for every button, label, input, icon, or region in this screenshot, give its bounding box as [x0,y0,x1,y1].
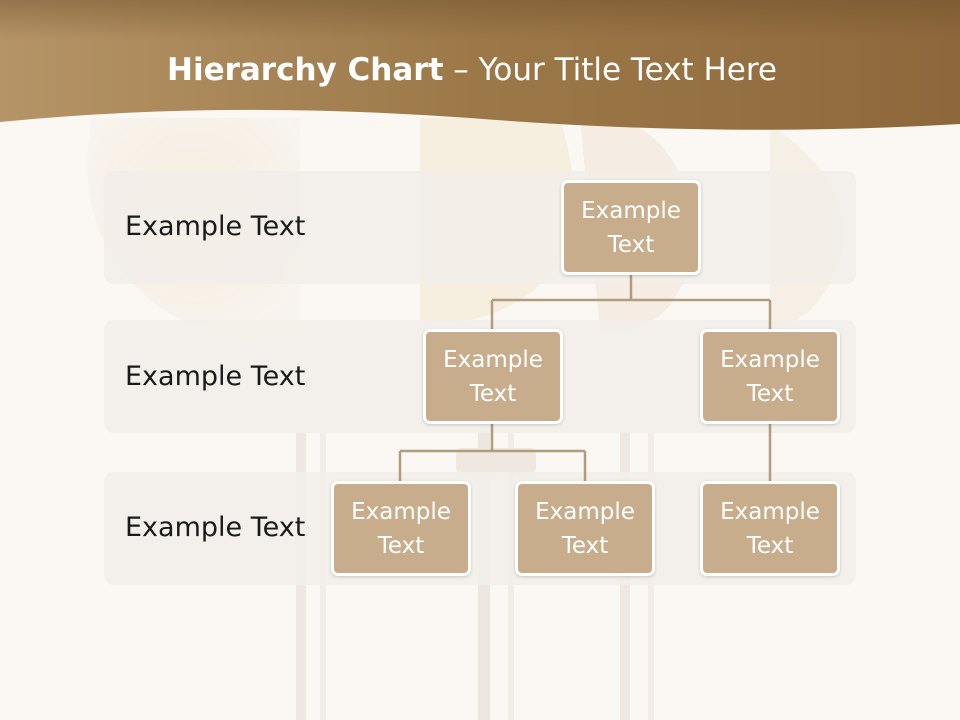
level-label-2: Example Text [125,361,306,392]
title-rest: – Your Title Text Here [443,52,777,88]
node-root[interactable]: Example Text [561,180,701,275]
level-label-1: Example Text [125,211,306,242]
level-label-3: Example Text [125,512,306,543]
node-level3-right[interactable]: Example Text [700,481,840,576]
slide-title: Hierarchy Chart – Your Title Text Here [0,52,944,88]
node-level3-middle-label: Example Text [535,498,635,559]
node-root-label: Example Text [581,197,681,258]
node-level3-middle[interactable]: Example Text [515,481,655,576]
level-band-1 [104,171,856,284]
title-bold: Hierarchy Chart [167,52,444,88]
node-level3-right-label: Example Text [720,498,820,559]
node-level2-right[interactable]: Example Text [700,329,840,424]
node-level2-left[interactable]: Example Text [423,329,563,424]
node-level2-left-label: Example Text [443,346,543,407]
node-level2-right-label: Example Text [720,346,820,407]
node-level3-left-label: Example Text [351,498,451,559]
node-level3-left[interactable]: Example Text [331,481,471,576]
